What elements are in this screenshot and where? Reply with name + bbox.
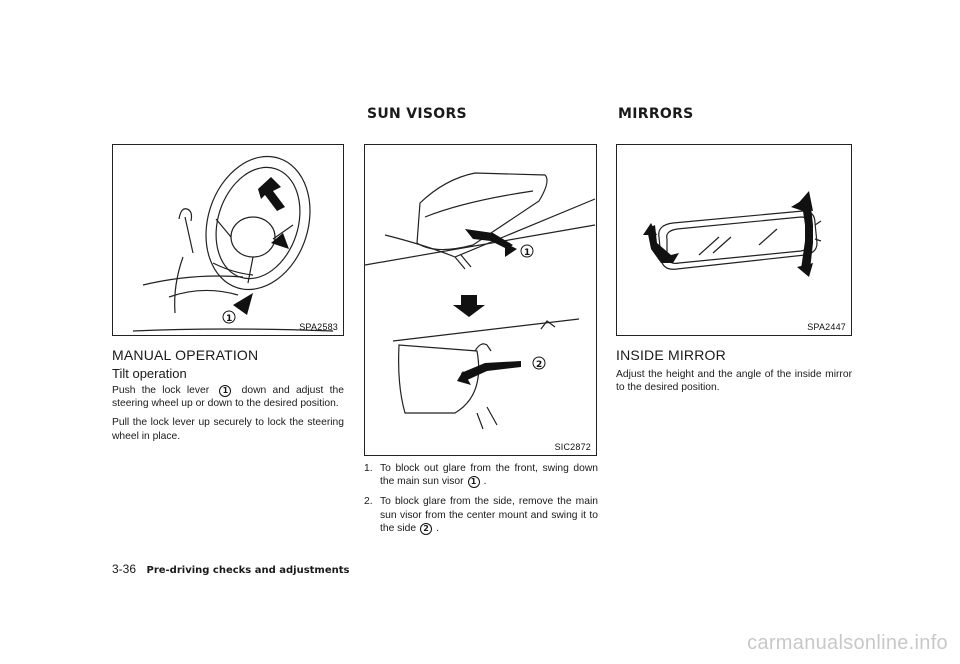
item-text: To block out glare from the front, swing… xyxy=(380,463,598,488)
item-number: 2. xyxy=(364,496,373,508)
svg-text:1: 1 xyxy=(524,248,530,258)
sun-visor-illustration: 1 2 xyxy=(365,172,596,430)
svg-text:2: 2 xyxy=(536,360,542,370)
steering-wheel-illustration: 1 xyxy=(132,155,334,332)
callout-1: 1 xyxy=(219,385,232,397)
paragraph: Adjust the height and the angle of the i… xyxy=(616,369,852,394)
figure-code: SPA2447 xyxy=(807,322,846,332)
steering-wheel-figure: 1 SPA2583 xyxy=(112,144,344,336)
paragraph: Push the lock lever 1 down and adjust th… xyxy=(112,384,344,410)
sun-visor-figure: 1 2 SIC2872 xyxy=(364,144,597,456)
inside-mirror-title: INSIDE MIRROR xyxy=(616,347,726,363)
section-name: Pre-driving checks and adjustments xyxy=(146,565,350,576)
page-number: 3-36 xyxy=(112,562,137,576)
tilt-operation-subtitle: Tilt operation xyxy=(112,366,187,381)
callout-2: 2 xyxy=(420,522,433,535)
inside-mirror-figure: SPA2447 xyxy=(616,144,852,336)
sun-visor-instructions: 1. To block out glare from the front, sw… xyxy=(364,462,598,542)
tilt-operation-text: Push the lock lever 1 down and adjust th… xyxy=(112,384,344,449)
page-footer: 3-36 Pre-driving checks and adjustments xyxy=(112,560,350,578)
watermark: carmanualsonline.info xyxy=(747,632,948,654)
figure-code: SPA2583 xyxy=(299,322,338,332)
sun-visors-heading: SUN VISORS xyxy=(367,106,467,122)
paragraph: Pull the lock lever up securely to lock … xyxy=(112,417,344,442)
item-number: 1. xyxy=(364,463,373,474)
inside-mirror-illustration xyxy=(643,191,822,277)
callout-1: 1 xyxy=(467,476,480,489)
svg-text:1: 1 xyxy=(226,314,232,324)
inside-mirror-text: Adjust the height and the angle of the i… xyxy=(616,368,852,400)
item-end: . xyxy=(483,476,487,488)
list-item: 1. To block out glare from the front, sw… xyxy=(364,462,598,489)
text: down and adjust the steering wheel up or… xyxy=(112,385,344,410)
list-item: 2. To block glare from the side, remove … xyxy=(364,495,598,535)
manual-operation-title: MANUAL OPERATION xyxy=(112,347,259,363)
mirrors-heading: MIRRORS xyxy=(618,106,694,122)
item-text: To block glare from the side, remove the… xyxy=(380,496,598,534)
text: Push the lock lever xyxy=(112,385,210,396)
figure-code: SIC2872 xyxy=(554,442,591,452)
item-end: . xyxy=(436,522,439,534)
